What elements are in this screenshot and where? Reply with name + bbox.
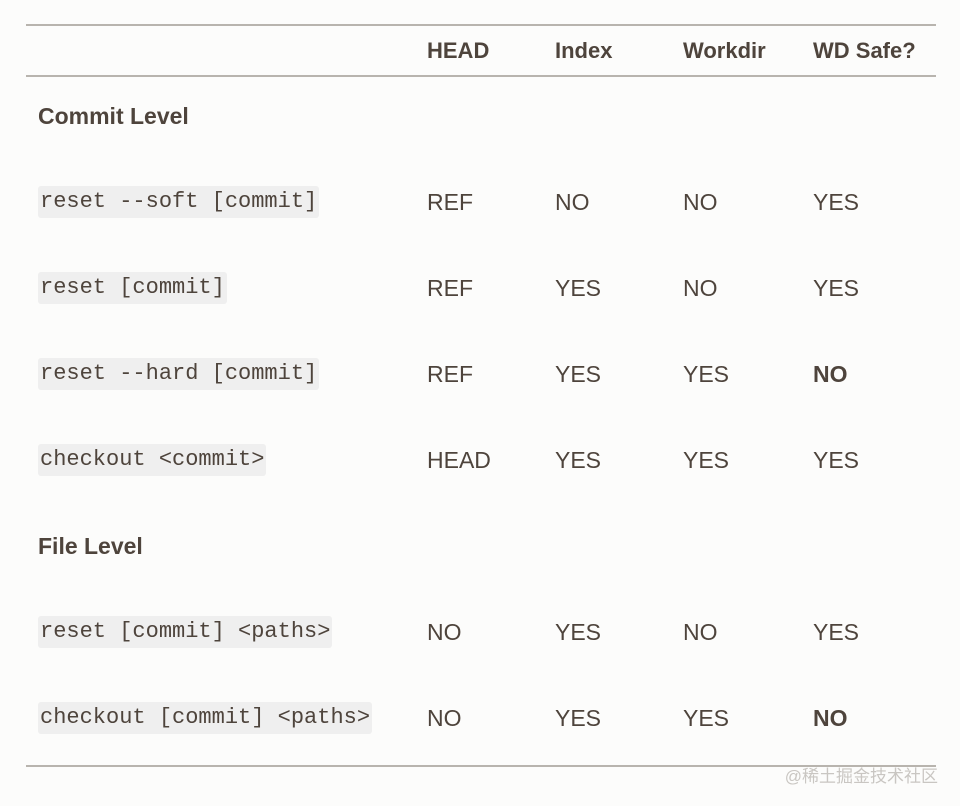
- cell-workdir: YES: [683, 705, 730, 731]
- table-row: reset [commit] <paths> NO YES NO YES: [0, 616, 960, 656]
- cell-wd-safe: YES: [813, 189, 860, 215]
- header-workdir: Workdir: [683, 38, 766, 63]
- cell-head: NO: [427, 705, 462, 731]
- section-title-commit-level: Commit Level: [38, 103, 189, 129]
- header-bottom-rule: [26, 75, 936, 77]
- table-row: reset --soft [commit] REF NO NO YES: [0, 186, 960, 226]
- cell-head: NO: [427, 619, 462, 645]
- command-code: checkout [commit] <paths>: [38, 702, 373, 734]
- cell-workdir: NO: [683, 275, 718, 301]
- cell-head: REF: [427, 189, 473, 215]
- table-row: checkout [commit] <paths> NO YES YES NO: [0, 702, 960, 742]
- cell-head: REF: [427, 361, 473, 387]
- command-code: checkout <commit>: [38, 444, 267, 476]
- cell-workdir: YES: [683, 361, 730, 387]
- cell-wd-safe-unsafe: NO: [813, 705, 848, 731]
- table-bottom-rule: [26, 765, 936, 767]
- cell-index: YES: [555, 361, 602, 387]
- cell-wd-safe: YES: [813, 275, 860, 301]
- cell-index: YES: [555, 705, 602, 731]
- cell-wd-safe: YES: [813, 619, 860, 645]
- cell-wd-safe-unsafe: NO: [813, 361, 848, 387]
- command-code: reset [commit] <paths>: [38, 616, 333, 648]
- command-code: reset --hard [commit]: [38, 358, 320, 390]
- cell-workdir: NO: [683, 619, 718, 645]
- table-top-rule: [26, 24, 936, 26]
- cell-index: YES: [555, 447, 602, 473]
- section-title-file-level: File Level: [38, 533, 143, 559]
- cell-index: YES: [555, 275, 602, 301]
- header-head: HEAD: [427, 38, 490, 63]
- cell-head: REF: [427, 275, 473, 301]
- cell-workdir: NO: [683, 189, 718, 215]
- header-index: Index: [555, 38, 613, 63]
- table-row: reset [commit] REF YES NO YES: [0, 272, 960, 312]
- command-code: reset --soft [commit]: [38, 186, 320, 218]
- cell-wd-safe: YES: [813, 447, 860, 473]
- watermark: @稀土掘金技术社区: [784, 767, 938, 786]
- cell-index: YES: [555, 619, 602, 645]
- cell-head: HEAD: [427, 447, 491, 473]
- cell-index: NO: [555, 189, 590, 215]
- cell-workdir: YES: [683, 447, 730, 473]
- table-row: checkout <commit> HEAD YES YES YES: [0, 444, 960, 484]
- header-wd-safe: WD Safe?: [813, 38, 916, 63]
- command-code: reset [commit]: [38, 272, 227, 304]
- table-row: reset --hard [commit] REF YES YES NO: [0, 358, 960, 398]
